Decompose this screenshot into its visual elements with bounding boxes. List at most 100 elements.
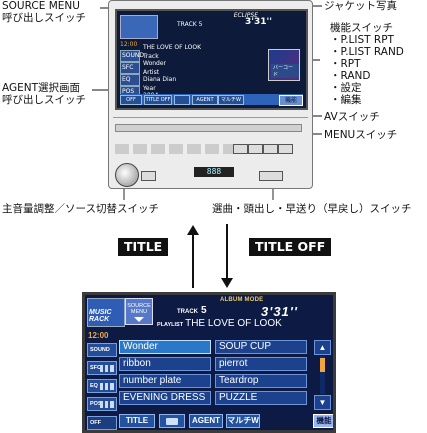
source-menu-callout-line1: SOURCE MENU [2,0,80,12]
source-menu-callout-line2: 呼び出しスイッチ [2,12,86,24]
sound-button[interactable]: SOUND [87,343,117,357]
sound-label: SOUND [90,347,110,353]
track-cell-wonder[interactable]: Wonder [119,340,211,354]
scroll-up-button[interactable]: ▲ [314,340,331,355]
unit-line: Artist [143,69,160,76]
track-cell[interactable]: PUZZLE [215,391,307,405]
unit-lcd-display: 888 [194,167,234,177]
eq-label: EQ [90,383,98,389]
track-number: 5 [201,305,207,316]
jacket-label: バーコード [271,64,299,78]
unit-track: TRACK 5 [177,21,203,28]
function-switch-callout: 機能スイッチ ・P.LIST RPT ・P.LIST RAND ・RPT ・RA… [330,22,404,106]
title-mode-label: TITLE [118,238,169,256]
head-unit-illustration: ECLIPSE TRACK 5 3'31'' 12:00 THE LOVE OF… [108,0,313,189]
jacket-callout: ジャケット写真 [324,0,397,12]
unit-side-label: POS [122,88,135,95]
music-rack-label: MUSIC RACK [89,309,112,323]
unit-time: 3'31'' [245,17,273,27]
pos-label: POS [90,401,102,407]
eq-icon [100,383,114,390]
function-switch-title: 機能スイッチ [330,22,393,34]
volume-switch-callout: 主音量調整／ソース切替スイッチ [2,203,159,215]
title-off-mode-label: TITLE OFF [249,238,332,256]
unit-side-button[interactable]: SFC [120,62,140,74]
sfc-icon [100,365,114,372]
function-item: ・編集 [330,94,362,106]
track-cell[interactable]: SOUP CUP [215,340,307,354]
track-switch-callout: 選曲・頭出し・早送り（早戻し）スイッチ [212,203,412,215]
unit-hardware-button[interactable] [233,144,248,154]
scroll-thumb[interactable] [320,358,325,372]
track-seek-button[interactable] [259,171,283,181]
unit-line: Wonder [143,60,167,67]
agent-select-callout-line2: 呼び出しスイッチ [2,94,86,106]
multi-window-button[interactable]: マルチW [226,414,260,428]
unit-function-label: 機能 [285,97,298,104]
unit-side-label: EQ [122,76,131,83]
unit-screen: ECLIPSE TRACK 5 3'31'' 12:00 THE LOVE OF… [115,9,308,110]
track-cell[interactable]: Teardrop [215,374,307,388]
agent-button[interactable]: AGENT [189,414,223,428]
function-item: ・RPT [330,58,361,70]
unit-off-button[interactable]: OFF [120,95,142,105]
folder-button[interactable] [159,414,185,428]
unit-line: Track [143,53,159,60]
folder-icon [166,418,178,425]
pos-button[interactable]: POS [87,397,117,411]
scroll-down-button[interactable]: ▼ [314,395,331,410]
agent-select-callout: AGENT選択画面 呼び出しスイッチ [2,82,86,106]
av-switch-callout: AVスイッチ [324,111,380,123]
unit-line: Diana Dian [143,76,177,83]
unit-source-menu-button[interactable] [120,15,158,39]
unit-hardware-button[interactable] [248,144,263,154]
unit-agent-button[interactable]: AGENT [192,95,218,105]
music-rack-icon[interactable]: MUSIC RACK [87,298,125,327]
sfc-button[interactable]: SFC [87,361,117,375]
clock: 12:00 [88,331,109,340]
album-mode-label: ALBUM MODE [220,297,264,303]
playlist-name: THE LOVE OF LOOK [185,318,282,329]
unit-function-button[interactable]: 機能 [279,95,303,106]
off-button[interactable]: OFF [87,416,117,430]
unit-line: Year [143,85,156,92]
unit-clock: 12:00 [120,41,138,48]
source-menu-button[interactable]: SOURCE MENU [125,298,153,325]
function-item: ・P.LIST RPT [330,34,394,46]
bottom-bar: TITLE AGENT マルチW 機能 [119,414,333,430]
arrow-up-head [187,225,199,235]
unit-side-button[interactable]: EQ [120,74,140,86]
unit-title-off-button[interactable]: TITLE OFF [144,95,172,105]
track-cell[interactable]: number plate [119,374,211,388]
list-scrollbar[interactable]: ▲ ▼ [314,340,331,410]
track-cell[interactable]: pierrot [215,357,307,371]
source-menu-label: SOURCE MENU [127,303,151,315]
unit-brand-logo: ECLIPSE [233,12,258,19]
title-button[interactable]: TITLE [119,414,155,428]
arrow-up-line [192,234,194,288]
unit-side-button[interactable]: SOUND [120,50,144,62]
track-cell[interactable]: EVENING DRESS [119,391,211,405]
playlist-label: PLAYLIST [157,322,184,328]
source-menu-callout: SOURCE MENU 呼び出しスイッチ [2,0,86,24]
track-cell[interactable]: ribbon [119,357,211,371]
unit-hardware-button[interactable] [141,171,156,181]
elapsed-time: 3'31'' [261,304,298,319]
function-button[interactable]: 機能 [313,414,333,428]
unit-button-strip [113,117,308,158]
scroll-track [320,356,325,394]
menu-button[interactable] [278,144,293,154]
unit-side-label: SFC [122,64,134,71]
disc-slot [115,124,302,132]
eq-button[interactable]: EQ [87,379,117,393]
function-item: ・RAND [330,70,371,82]
unit-bottom-bar: OFF TITLE OFF AGENT マルチW [120,94,303,105]
av-button[interactable] [263,144,278,154]
track-label: TRACK [177,309,198,315]
volume-knob[interactable] [115,163,139,187]
unit-multi-button[interactable]: マルチW [218,95,244,105]
unit-folder-button[interactable] [174,95,190,105]
